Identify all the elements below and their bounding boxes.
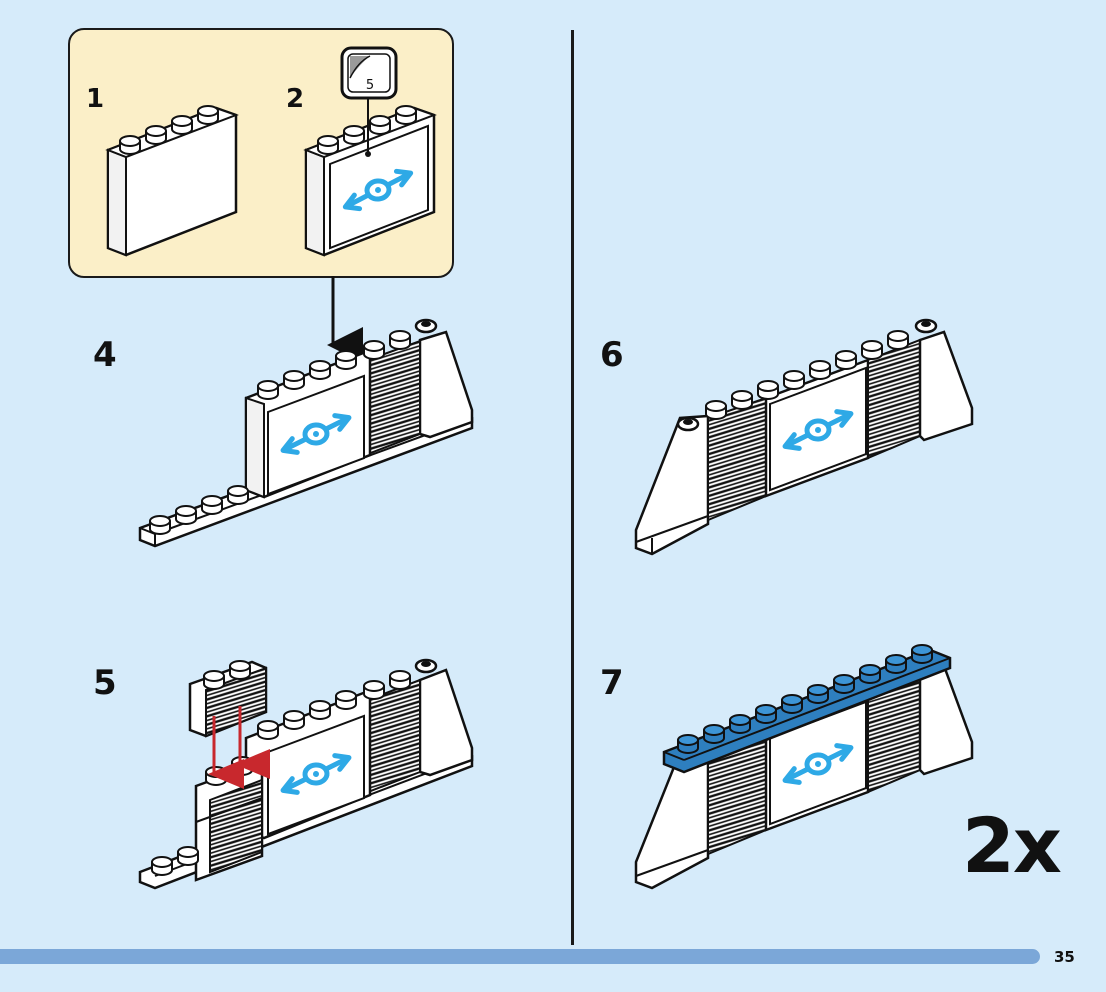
column-divider [571, 30, 574, 945]
substep-number-2: 2 [286, 84, 305, 114]
step-number-4: 4 [93, 335, 117, 375]
substep-2-panel [303, 98, 437, 257]
substep-1-panel [105, 105, 239, 257]
step-number-6: 6 [600, 335, 624, 375]
page-number: 35 [1054, 948, 1075, 966]
sticker-number: 5 [365, 78, 375, 93]
step-number-7: 7 [600, 663, 624, 703]
sticker-icon [340, 46, 398, 100]
step-5-model [138, 658, 474, 890]
step-4-model [138, 318, 474, 548]
substep-number-1: 1 [86, 84, 105, 114]
step-number-5: 5 [93, 663, 117, 703]
step-7-model [634, 644, 974, 890]
build-multiplier: 2x [962, 801, 1062, 890]
step-6-model [634, 318, 974, 556]
footer-bar [0, 949, 1040, 964]
